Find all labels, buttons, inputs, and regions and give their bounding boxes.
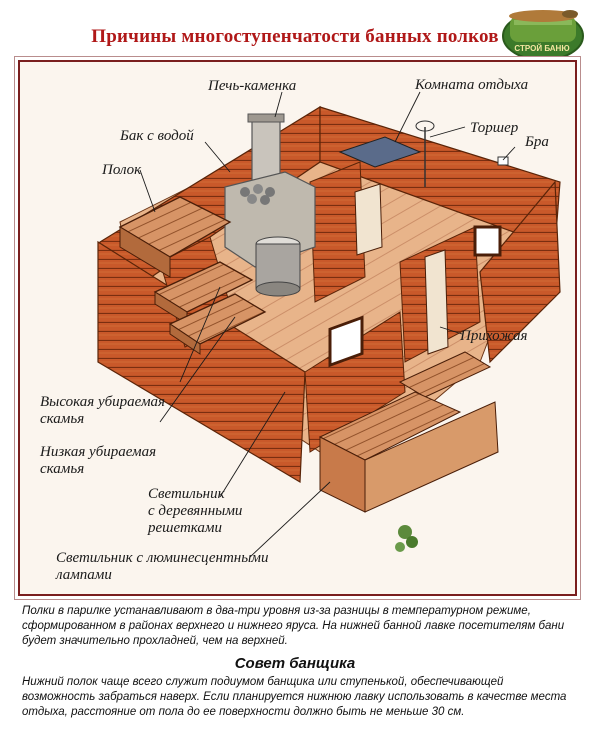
label-nizkaya-1: Низкая убираемая bbox=[40, 444, 157, 460]
label-vysokaya-1: Высокая убираемая bbox=[40, 394, 166, 410]
label-bak: Бак с водой bbox=[120, 128, 194, 144]
subtitle: Совет банщика bbox=[234, 655, 356, 672]
label-komnata: Комната отдыха bbox=[415, 77, 529, 93]
label-polok: Полок bbox=[102, 162, 142, 178]
porch-side bbox=[364, 401, 499, 513]
entry-door bbox=[424, 249, 449, 355]
logo-text: СТРОЙ БАНЮ bbox=[514, 44, 570, 53]
page-title: Причины многоступенчатости банных полков bbox=[91, 26, 499, 47]
paragraph-2: Нижний полок чаще всего служит подиумом … bbox=[22, 676, 567, 718]
label-torsher: Торшер bbox=[470, 120, 519, 136]
stove-top bbox=[247, 113, 285, 123]
label-svetilnik-3: решетками bbox=[148, 520, 222, 536]
window-2 bbox=[473, 225, 502, 257]
sauna-illustration bbox=[97, 91, 561, 558]
paragraph-1: Полки в парилке устанавливают в два-три … bbox=[22, 605, 565, 647]
partition-3 bbox=[304, 311, 406, 453]
partition-1 bbox=[309, 161, 366, 303]
door bbox=[354, 183, 383, 256]
torsher-lamp bbox=[415, 120, 435, 132]
porch-step-1 bbox=[398, 351, 492, 398]
label-prihozhaya: Прихожая bbox=[460, 328, 528, 344]
label-pech: Печь-каменка bbox=[208, 78, 297, 94]
leader-lines bbox=[139, 91, 516, 558]
label-vysokaya-2: скамья bbox=[40, 411, 85, 427]
bra-lamp bbox=[497, 156, 509, 166]
wall-right bbox=[479, 180, 561, 364]
rest-room-table bbox=[338, 136, 422, 168]
label-lumi-1: Светильник с люминесцентными bbox=[56, 550, 269, 566]
diagram-frame: Печь-каменка Бак с водой Полок Комната о… bbox=[18, 60, 577, 596]
logo bbox=[502, 10, 584, 61]
label-bra: Бра bbox=[525, 134, 549, 150]
label-lumi-2: лампами bbox=[56, 567, 112, 583]
label-nizkaya-2: скамья bbox=[40, 461, 85, 477]
label-svetilnik-1: Светильник bbox=[148, 486, 225, 502]
wall-front-left bbox=[97, 240, 306, 484]
label-svetilnik-2: с деревянными bbox=[148, 503, 243, 519]
window-1 bbox=[328, 315, 364, 368]
